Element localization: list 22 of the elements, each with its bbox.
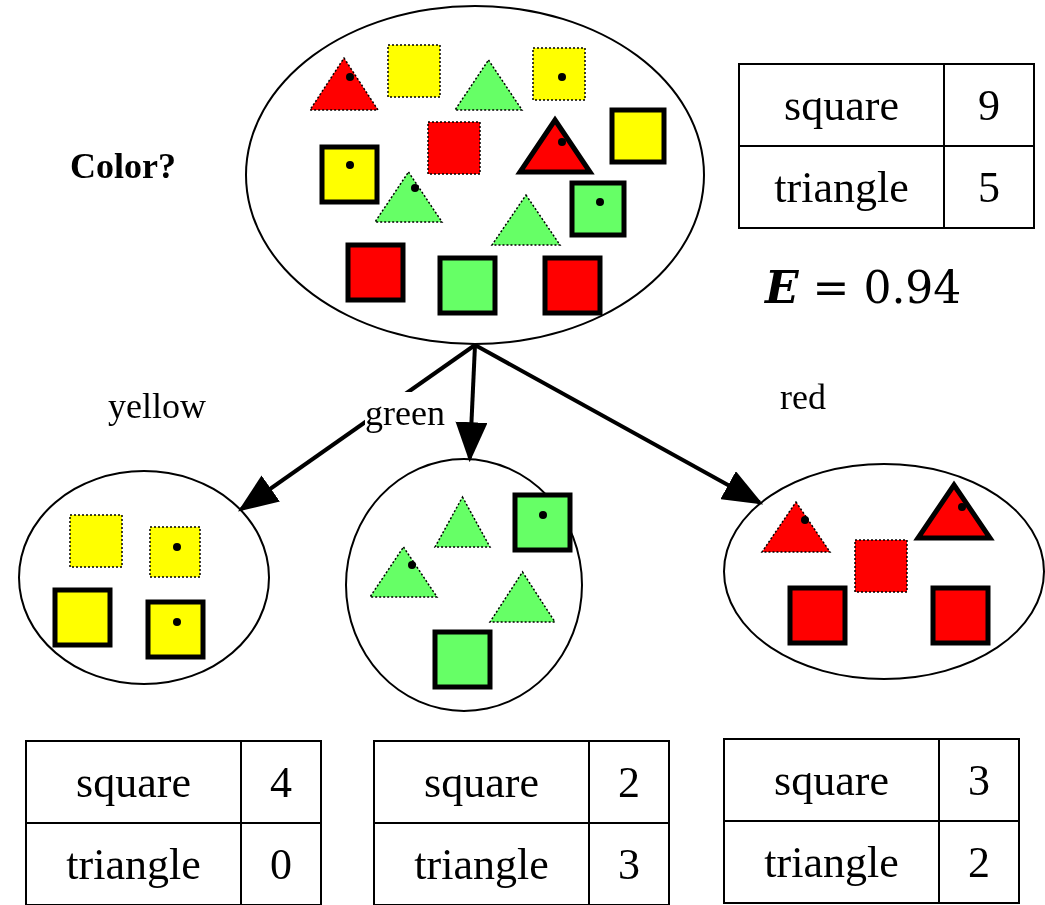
shape-name-cell: square xyxy=(374,741,589,823)
shape-name-cell: triangle xyxy=(26,823,241,905)
arrow xyxy=(455,344,488,463)
set-ellipse xyxy=(18,470,270,685)
count-cell: 2 xyxy=(939,821,1019,903)
count-cell: 3 xyxy=(939,739,1019,821)
count-cell: 3 xyxy=(589,823,669,905)
edge-label: green xyxy=(365,392,445,434)
count-cell: 0 xyxy=(241,823,321,905)
shape-name-cell: square xyxy=(724,739,939,821)
count-cell: 9 xyxy=(944,64,1034,146)
set-ellipse xyxy=(345,458,583,712)
shape-name-cell: triangle xyxy=(739,146,944,228)
count-cell: 2 xyxy=(589,741,669,823)
set-ellipse xyxy=(723,463,1045,680)
shape-name-cell: triangle xyxy=(724,821,939,903)
count-cell: 4 xyxy=(241,741,321,823)
shape-name-cell: square xyxy=(26,741,241,823)
shape-name-cell: square xyxy=(739,64,944,146)
count-cell: 5 xyxy=(944,146,1034,228)
shape-name-cell: triangle xyxy=(374,823,589,905)
set-ellipse xyxy=(245,5,705,345)
